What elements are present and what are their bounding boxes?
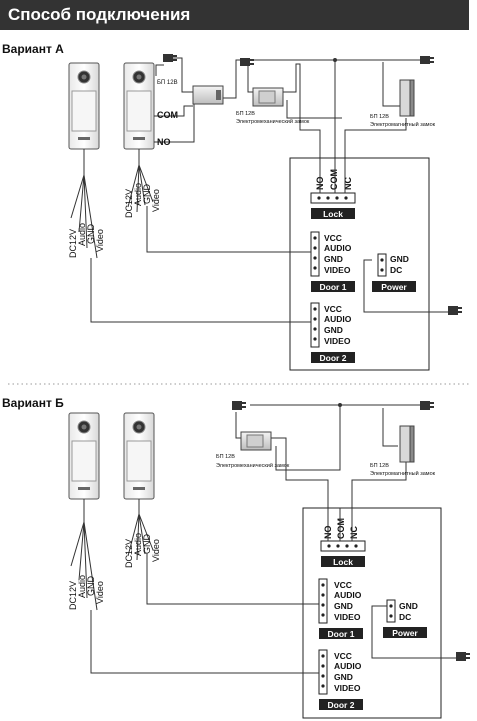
wire-label: Audio xyxy=(133,183,143,206)
psu-label: БП 12В xyxy=(157,80,178,86)
wire-label: GND xyxy=(142,534,152,555)
panel-1-wire-labels-a: DC12V Audio GND Video xyxy=(68,223,105,258)
monitor-wires-b xyxy=(90,508,458,674)
power-label: Power xyxy=(381,282,407,292)
wire-label: DC12V xyxy=(124,189,134,218)
wire-label: DC12V xyxy=(124,539,134,568)
panel-2-wires-b xyxy=(127,499,154,561)
wire-label: Video xyxy=(95,229,105,252)
em-lock-wires-b xyxy=(235,404,420,508)
power-plug-icon xyxy=(420,401,434,410)
call-panel-1-b xyxy=(68,412,100,500)
em-lock-icon xyxy=(252,87,284,107)
panel-2-wires-a xyxy=(127,149,154,213)
psu-label: БП 12В xyxy=(370,114,389,120)
power-plug-icon xyxy=(448,306,462,315)
door-terminal-label: GND xyxy=(324,254,343,264)
lock-terminal-label: NC xyxy=(349,526,359,539)
monitor-a: NO COM NC Lock VCC AUDIO GND VIDEO Door … xyxy=(289,157,430,371)
panel-2-wire-labels-b: DC12V Audio GND Video xyxy=(124,533,161,568)
mag-lock-wires-a xyxy=(334,59,420,158)
wire-label: Video xyxy=(151,539,161,562)
power-terminal-label: GND xyxy=(390,254,409,264)
power-plug-icon xyxy=(420,56,434,64)
em-lock-icon xyxy=(240,431,272,451)
door-terminal-label: AUDIO xyxy=(324,243,352,253)
door1-label: Door 1 xyxy=(320,282,347,292)
panel-1-wire-labels-b: DC12V Audio GND Video xyxy=(68,575,105,610)
panel-1-wires-b xyxy=(70,499,98,611)
lock-terminal-label: COM xyxy=(329,169,339,190)
lock-label: Lock xyxy=(333,557,353,567)
door-terminal-label: VCC xyxy=(324,304,342,314)
mag-lock-label: Электромагнитный замок xyxy=(370,470,436,477)
wire-label: Video xyxy=(95,581,105,604)
door-terminal-label: GND xyxy=(334,601,353,611)
relay-no-label: NO xyxy=(157,137,171,147)
call-panel-1-a xyxy=(68,62,100,150)
call-panel-2-a xyxy=(123,62,155,150)
door-terminal-label: VIDEO xyxy=(324,336,351,346)
power-plug-icon xyxy=(163,54,177,62)
wire-label: GND xyxy=(86,224,96,245)
relay-com-label: COM xyxy=(157,110,178,120)
door-terminal-label: VIDEO xyxy=(334,683,361,693)
page-title: Способ подключения xyxy=(0,0,469,30)
door2-label: Door 2 xyxy=(320,353,347,363)
em-lock-wires-a xyxy=(247,62,342,158)
mag-lock-label: Электромагнитный замок xyxy=(370,121,436,128)
power-plug-icon xyxy=(240,58,254,66)
call-panel-2-b xyxy=(123,412,155,500)
wire-label: Video xyxy=(151,189,161,212)
mag-lock-icon xyxy=(399,425,415,463)
lock-terminal-label: NC xyxy=(343,177,353,190)
relay-box-icon xyxy=(192,85,224,105)
door1-label: Door 1 xyxy=(328,629,355,639)
monitor-b: NO COM NC Lock VCC AUDIO GND VIDEO Door … xyxy=(302,507,442,719)
door-terminal-label: VCC xyxy=(334,651,352,661)
variant-b-label: Вариант Б xyxy=(2,396,64,410)
wire-label: GND xyxy=(86,576,96,597)
wire-label: Audio xyxy=(77,223,87,246)
power-plug-icon xyxy=(456,652,470,661)
psu-label: БП 12В xyxy=(236,111,255,117)
lock-label: Lock xyxy=(323,209,343,219)
monitor-wires-a xyxy=(90,158,450,323)
em-lock-label: Электромеханический замок xyxy=(236,118,310,125)
door-terminal-label: GND xyxy=(334,672,353,682)
panel-2-wire-labels-a: DC12V Audio GND Video xyxy=(124,183,161,218)
power-terminal-label: GND xyxy=(399,601,418,611)
psu-label: БП 12В xyxy=(370,463,389,469)
door-terminal-label: VIDEO xyxy=(334,612,361,622)
variant-a-label: Вариант А xyxy=(2,42,64,56)
door-terminal-label: VIDEO xyxy=(324,265,351,275)
wire-label: GND xyxy=(142,184,152,205)
mag-lock-wires-b xyxy=(351,408,407,508)
wire-label: DC12V xyxy=(68,229,78,258)
power-terminal-label: DC xyxy=(390,265,402,275)
power-terminal-label: DC xyxy=(399,612,411,622)
door-terminal-label: AUDIO xyxy=(334,661,362,671)
power-plug-icon xyxy=(232,401,246,410)
door-terminal-label: VCC xyxy=(324,233,342,243)
mag-lock-icon xyxy=(399,79,415,117)
wire-label: Audio xyxy=(77,575,87,598)
door-terminal-label: AUDIO xyxy=(334,590,362,600)
door-terminal-label: AUDIO xyxy=(324,314,352,324)
panel-1-wires-a xyxy=(70,149,98,259)
door-terminal-label: GND xyxy=(324,325,343,335)
psu-label: БП 12В xyxy=(216,454,235,460)
em-lock-label: Электромеханический замок xyxy=(216,462,290,469)
door-terminal-label: VCC xyxy=(334,580,352,590)
lock-terminal-label: COM xyxy=(336,518,346,539)
power-label: Power xyxy=(392,628,418,638)
relay-wires-a xyxy=(154,57,335,143)
wire-label: DC12V xyxy=(68,581,78,610)
wire-label: Audio xyxy=(133,533,143,556)
door2-label: Door 2 xyxy=(328,700,355,710)
